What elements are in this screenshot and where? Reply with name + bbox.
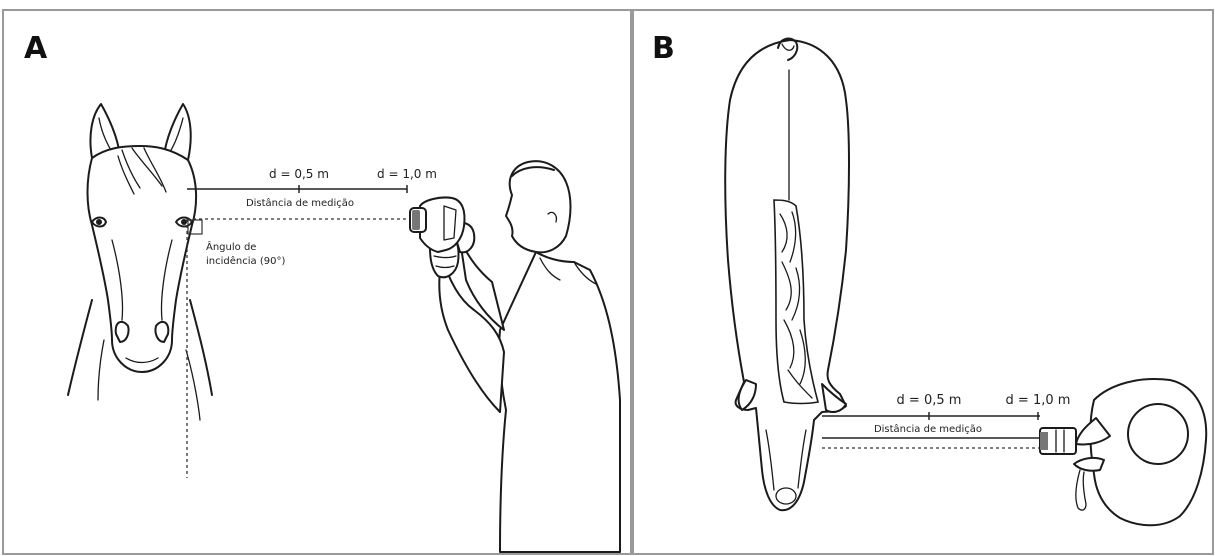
panel-a-angle-label-1: Ângulo de bbox=[206, 240, 256, 253]
panel-a-angle-label-2: incidência (90°) bbox=[206, 255, 285, 267]
panel-b-mark-full: d = 1,0 m bbox=[1006, 393, 1071, 408]
panel-a-mark-half: d = 0,5 m bbox=[269, 167, 329, 181]
panel-a-letter: A bbox=[24, 31, 48, 66]
panel-b: B bbox=[633, 10, 1213, 554]
panel-a-mark-full: d = 1,0 m bbox=[377, 167, 437, 181]
panel-a: A bbox=[3, 10, 631, 554]
panel-b-letter: B bbox=[652, 31, 675, 66]
panel-b-distance-label: Distância de medição bbox=[874, 423, 982, 435]
panel-a-distance-label: Distância de medição bbox=[246, 197, 354, 209]
panel-b-mark-half: d = 0,5 m bbox=[897, 393, 962, 408]
